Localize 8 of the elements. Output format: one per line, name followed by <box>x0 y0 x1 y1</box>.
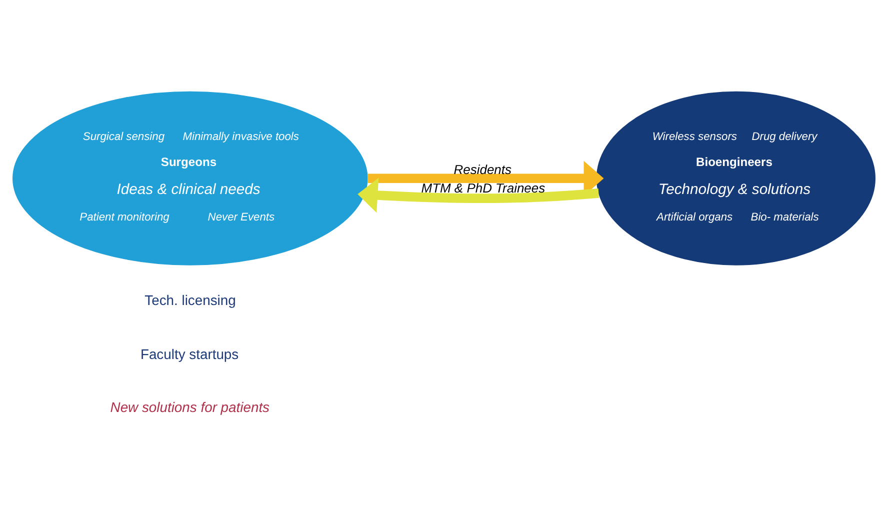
node-ellipse: Wireless sensors Drug delivery Bioengineers Technology & solutions Artificial organs Bio- materials <box>596 91 876 266</box>
label: New solutions for patients <box>110 398 270 415</box>
arrow <box>358 178 600 213</box>
edge-label: MTM & PhD Trainees <box>421 180 546 196</box>
edge-label: Residents <box>454 162 512 177</box>
label: Faculty startups <box>140 346 239 362</box>
label: Tech. licensing <box>144 292 236 308</box>
node-ellipse: Surgical sensing Minimally invasive tools Surgeons Ideas & clinical needs Patient monitoring Never Events <box>12 91 368 266</box>
